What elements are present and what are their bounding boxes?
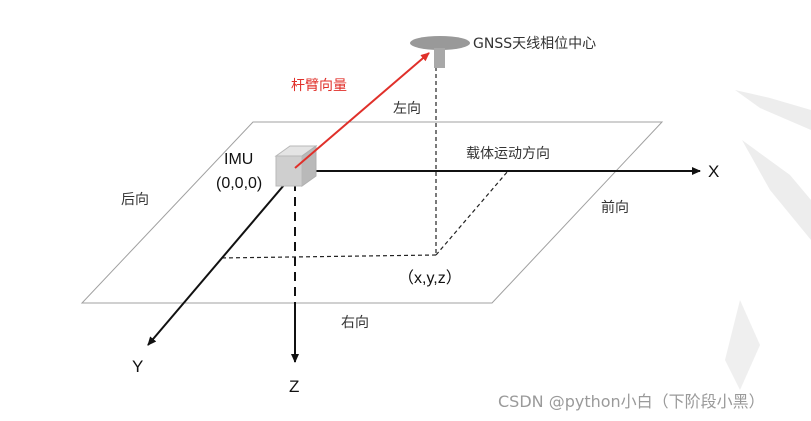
right-direction-label: 右向 (341, 315, 369, 331)
watermark-shapes (725, 90, 811, 390)
ground-plane (80, 121, 664, 304)
gnss-label: GNSS天线相位中心 (473, 36, 596, 52)
y-axis-label: Y (132, 357, 143, 376)
left-direction-label: 左向 (393, 101, 421, 117)
point-label: （x,y,z） (398, 269, 462, 287)
front-direction-label: 前向 (601, 199, 629, 216)
lever-arm-vector (294, 52, 430, 169)
z-axis-label: Z (289, 377, 299, 396)
gnss-antenna-icon (410, 36, 470, 68)
back-direction-label: 后向 (121, 192, 149, 208)
y-axis (147, 177, 291, 346)
motion-direction-label: 载体运动方向 (466, 146, 550, 162)
imu-box (274, 145, 318, 187)
imu-label: IMU (224, 151, 253, 168)
dashed-line-to-y (218, 254, 437, 259)
origin-label: (0,0,0) (216, 175, 262, 192)
watermark-text: CSDN @python小白（下阶段小黑） (498, 392, 765, 411)
dashed-line-to-x (435, 170, 509, 256)
x-axis-label: X (708, 162, 719, 181)
lever-arm-label: 杆臂向量 (291, 78, 347, 94)
